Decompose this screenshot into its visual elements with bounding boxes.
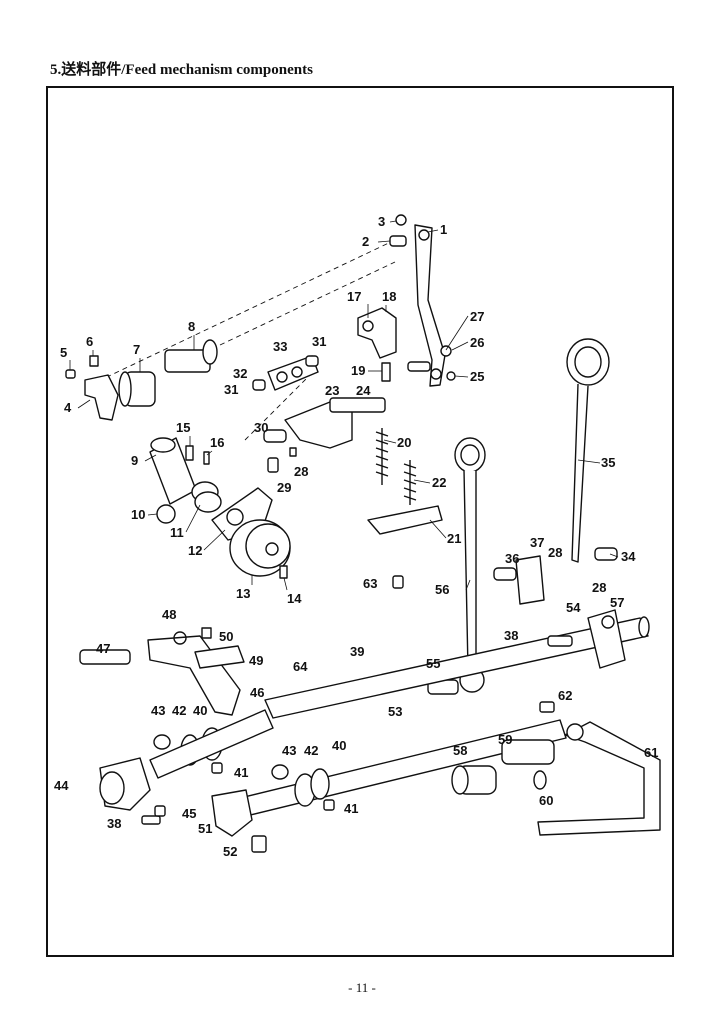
callout-label: 19 xyxy=(351,363,365,378)
callout-label: 33 xyxy=(273,339,287,354)
assembly-lines xyxy=(89,239,396,441)
callout-label: 4 xyxy=(64,400,72,415)
callout-label: 9 xyxy=(131,453,138,468)
callout-label: 3 xyxy=(378,214,385,229)
callout-label: 28 xyxy=(592,580,606,595)
page-title: 5.送料部件/Feed mechanism components xyxy=(50,62,313,78)
callout-label: 57 xyxy=(610,595,624,610)
callout-label: 43 xyxy=(151,703,165,718)
part-feed-dog xyxy=(194,645,245,669)
callout-label: 12 xyxy=(188,543,202,558)
callout-label: 55 xyxy=(426,656,440,671)
callout-label: 32 xyxy=(233,366,247,381)
callout-label: 51 xyxy=(198,821,212,836)
part-main-shaft xyxy=(264,617,649,719)
callout-label: 64 xyxy=(293,659,308,674)
part-bracket xyxy=(357,307,397,359)
callout-label: 21 xyxy=(447,531,461,546)
callout-label: 59 xyxy=(498,732,512,747)
callout-label: 53 xyxy=(388,704,402,719)
callout-label: 49 xyxy=(249,653,263,668)
callout-label: 36 xyxy=(505,551,519,566)
callout-label: 38 xyxy=(107,816,121,831)
callout-label: 26 xyxy=(470,335,484,350)
callout-label: 11 xyxy=(170,525,184,540)
part-stud xyxy=(389,235,407,247)
callout-label: 44 xyxy=(54,778,69,793)
callout-label: 5 xyxy=(60,345,67,360)
callout-label: 13 xyxy=(236,586,250,601)
page-number: - 11 - xyxy=(348,980,376,995)
callout-label: 41 xyxy=(344,801,358,816)
callout-label: 6 xyxy=(86,334,93,349)
callout-label: 7 xyxy=(133,342,140,357)
callout-label: 42 xyxy=(304,743,318,758)
callout-label: 58 xyxy=(453,743,467,758)
part-ring xyxy=(395,214,407,226)
callout-label: 54 xyxy=(566,600,581,615)
part-washer xyxy=(156,504,176,524)
callout-label: 22 xyxy=(432,475,446,490)
part-spring-short xyxy=(403,460,417,505)
callout-label: 47 xyxy=(96,641,110,656)
callout-label: 18 xyxy=(382,289,396,304)
callout-label: 1 xyxy=(440,222,447,237)
callout-label: 42 xyxy=(172,703,186,718)
callout-label: 31 xyxy=(312,334,326,349)
callout-label: 40 xyxy=(193,703,207,718)
callout-label: 28 xyxy=(294,464,308,479)
callout-label: 16 xyxy=(210,435,224,450)
part-l-lever xyxy=(537,721,661,836)
callout-label: 17 xyxy=(347,289,361,304)
part-rocker xyxy=(147,635,241,716)
part-spring-long xyxy=(375,428,389,485)
callout-label: 56 xyxy=(435,582,449,597)
part-pin xyxy=(381,362,391,382)
callout-label: 23 xyxy=(325,383,339,398)
callout-labels: 1 2 3 4 5 6 7 8 9 10 11 12 13 14 15 16 1… xyxy=(54,214,658,859)
callout-label: 31 xyxy=(224,382,238,397)
callout-label: 63 xyxy=(363,576,377,591)
callout-label: 14 xyxy=(287,591,302,606)
callout-label: 37 xyxy=(530,535,544,550)
callout-label: 46 xyxy=(250,685,264,700)
callout-label: 61 xyxy=(644,745,658,760)
callout-label: 35 xyxy=(601,455,615,470)
callout-label: 50 xyxy=(219,629,233,644)
callout-label: 60 xyxy=(539,793,553,808)
part-gear-shaft xyxy=(501,739,555,765)
leader-lines xyxy=(69,220,619,591)
diagram-frame xyxy=(46,86,674,957)
callout-label: 48 xyxy=(162,607,176,622)
callout-label: 41 xyxy=(234,765,248,780)
callout-label: 29 xyxy=(277,480,291,495)
part-plate xyxy=(367,505,443,535)
callout-label: 34 xyxy=(621,549,636,564)
callout-label: 20 xyxy=(397,435,411,450)
callout-label: 27 xyxy=(470,309,484,324)
callout-label: 10 xyxy=(131,507,145,522)
callout-label: 25 xyxy=(470,369,484,384)
callout-label: 38 xyxy=(504,628,518,643)
part-lever-arm xyxy=(414,224,446,387)
callout-label: 40 xyxy=(332,738,346,753)
callout-label: 43 xyxy=(282,743,296,758)
callout-label: 28 xyxy=(548,545,562,560)
callout-label: 30 xyxy=(254,420,268,435)
callout-label: 24 xyxy=(356,383,371,398)
callout-label: 45 xyxy=(182,806,196,821)
callout-label: 15 xyxy=(176,420,190,435)
parts-drawing xyxy=(65,214,661,853)
callout-label: 2 xyxy=(362,234,369,249)
callout-label: 39 xyxy=(350,644,364,659)
part-lower-shaft xyxy=(231,719,567,819)
part-crank xyxy=(84,374,119,421)
part-fork xyxy=(211,789,253,837)
callout-label: 8 xyxy=(188,319,195,334)
callout-label: 62 xyxy=(558,688,572,703)
callout-label: 52 xyxy=(223,844,237,859)
